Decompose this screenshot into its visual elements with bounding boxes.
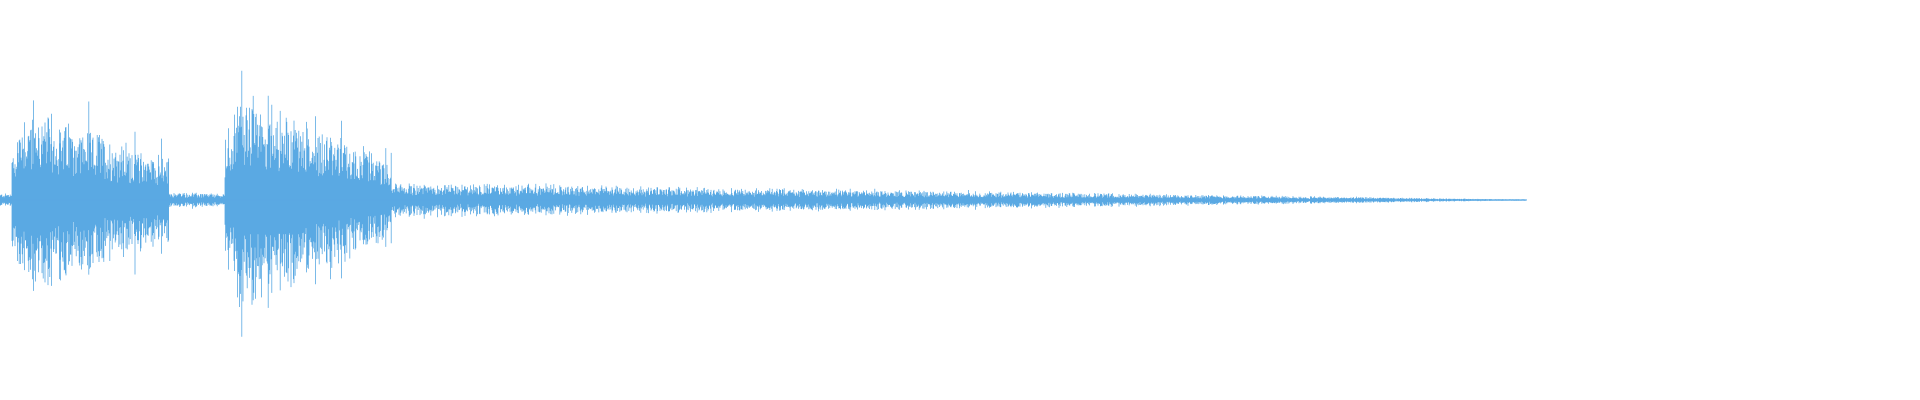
- waveform-bars: [0, 70, 1527, 337]
- waveform-path: [0, 70, 1527, 337]
